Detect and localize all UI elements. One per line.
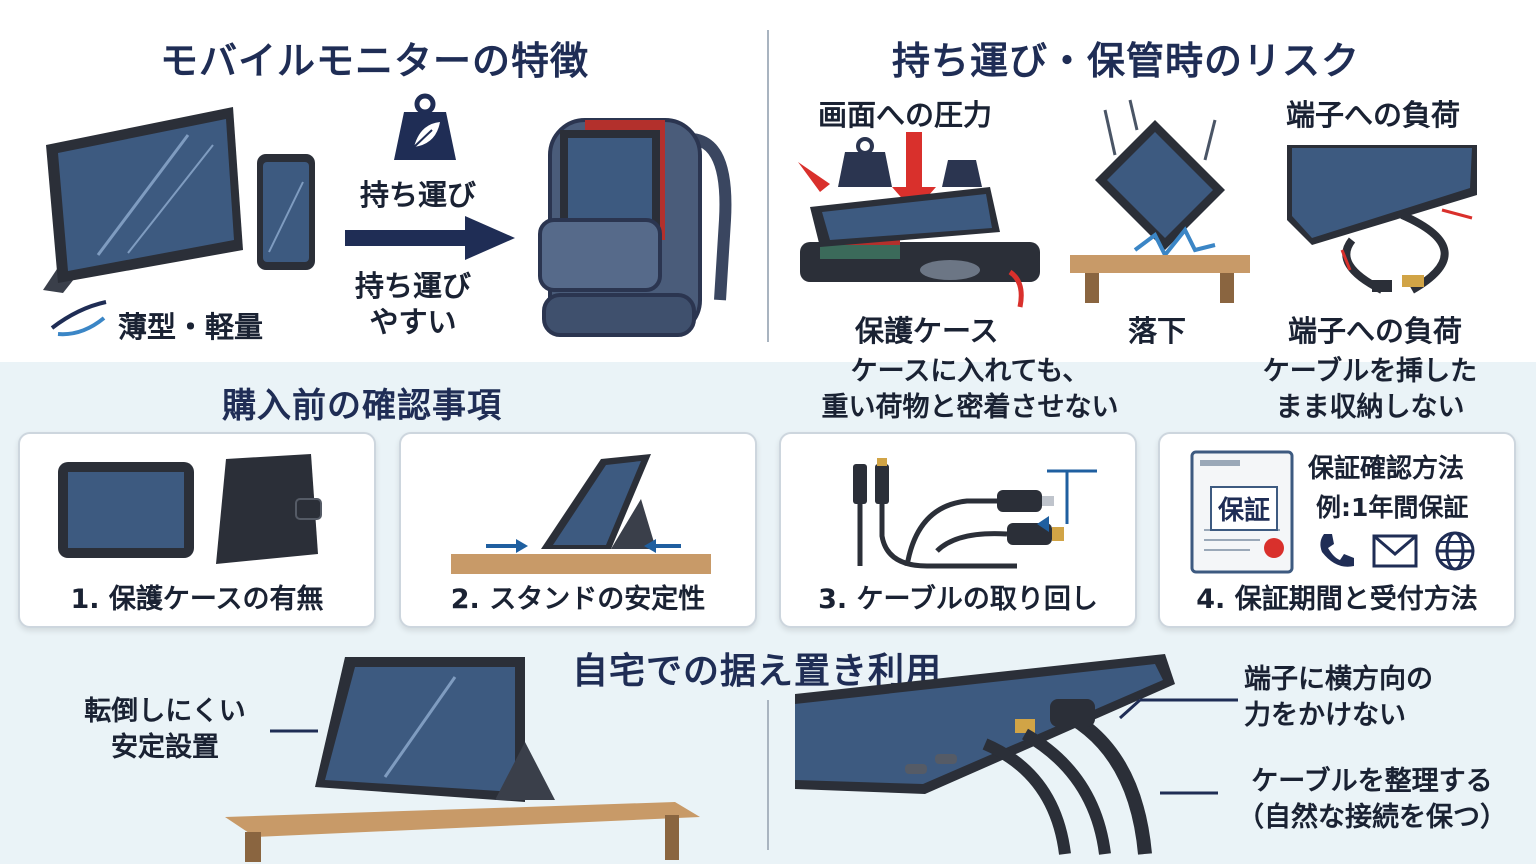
- features-title: モバイルモニターの特徴: [160, 39, 590, 83]
- stable-pointer-line: [270, 729, 318, 733]
- checklist-card-case: 1. 保護ケースの有無: [18, 432, 376, 628]
- checklist-card-stand: 2. スタンドの安定性: [399, 432, 757, 628]
- organize-cable-label: ケーブルを整理する （自然な接続を保つ）: [1237, 766, 1507, 833]
- feather-icon: [50, 300, 107, 337]
- home-port-illustration: [795, 654, 1175, 855]
- note-cable: ケーブルを挿した まま収納しない: [1262, 356, 1478, 423]
- weight-icon: [394, 93, 456, 160]
- port-load-illustration: [1287, 145, 1477, 294]
- mail-icon: [1372, 534, 1418, 568]
- drop-label: 落下: [1128, 314, 1187, 348]
- stand-illustration: [451, 454, 711, 574]
- thin-light-label: 薄型・軽量: [118, 310, 264, 344]
- monitor-illustration: [43, 107, 243, 293]
- tablet-case-illustration: [58, 454, 322, 564]
- arrow-right-icon: [345, 216, 515, 260]
- checklist-card-warranty-label: 4. 保証期間と受付方法: [1196, 584, 1478, 615]
- drop-illustration: [1070, 99, 1250, 303]
- checklist-card-cable-label: 3. ケーブルの取り回し: [818, 584, 1098, 615]
- checklist-card-stand-label: 2. スタンドの安定性: [450, 584, 706, 615]
- cable-illustration: [853, 458, 1097, 569]
- risks-title: 持ち運び・保管時のリスク: [892, 39, 1361, 83]
- checklist-card-cable: 3. ケーブルの取り回し: [779, 432, 1137, 628]
- home-monitor-illustration: [225, 657, 700, 862]
- port-load-bottom-label: 端子への負荷: [1288, 314, 1463, 348]
- warranty-doc-label: 保証: [1210, 486, 1279, 531]
- phone-icon: [1320, 534, 1354, 567]
- carry-easy-label: 持ち運び やすい: [355, 269, 472, 339]
- no-side-force-label: 端子に横方向の 力をかけない: [1244, 664, 1433, 731]
- pressure-label: 画面への圧力: [818, 98, 993, 132]
- stable-label: 転倒しにくい 安定設置: [84, 696, 246, 763]
- note-case: ケースに入れても、 重い荷物と密着させない: [821, 356, 1119, 423]
- stamp-icon: [1264, 538, 1284, 558]
- backpack-illustration: [538, 118, 732, 337]
- pressure-illustration: [798, 132, 1040, 308]
- smartphone-illustration: [257, 154, 315, 270]
- checklist-card-case-label: 1. 保護ケースの有無: [70, 584, 324, 615]
- checklist-title: 購入前の確認事項: [222, 386, 502, 426]
- bottom-divider: [767, 700, 769, 850]
- organize-cable-pointer: [1160, 791, 1218, 795]
- warranty-example-label: 例:1年間保証: [1316, 493, 1469, 522]
- case-label: 保護ケース: [855, 314, 999, 348]
- port-load-top-label: 端子への負荷: [1286, 98, 1461, 132]
- checklist-card-warranty: 保証 保証確認方法 例:1年間保証 4. 保証期間と受付方法: [1158, 432, 1516, 628]
- globe-icon: [1435, 531, 1475, 571]
- no-side-force-pointer: [1118, 698, 1238, 720]
- warranty-method-label: 保証確認方法: [1308, 454, 1465, 484]
- top-divider: [767, 30, 769, 342]
- carry-label: 持ち運び: [360, 178, 477, 212]
